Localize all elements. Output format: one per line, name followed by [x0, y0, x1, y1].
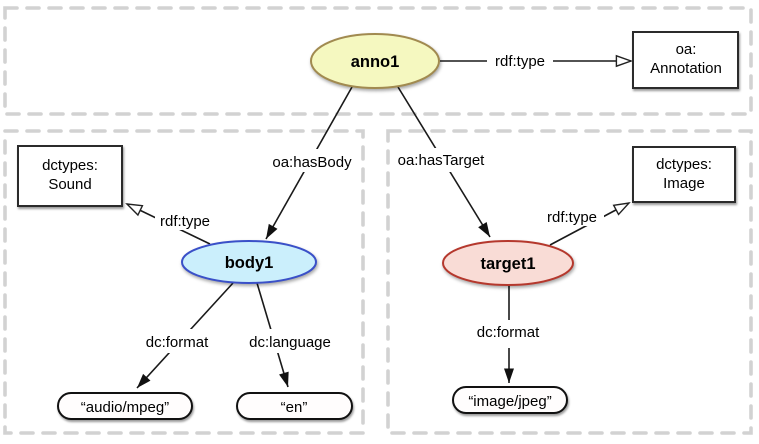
- class-image-line1: dctypes:: [656, 156, 712, 173]
- node-target1-label: target1: [480, 255, 535, 273]
- class-sound-line2: Sound: [48, 176, 91, 193]
- edge-label-target-dcformat: dc:format: [477, 324, 540, 341]
- labelbg-dclanguage: [244, 329, 337, 353]
- edge-label-anno-rdftype: rdf:type: [495, 53, 545, 70]
- literal-image-jpeg-label: “image/jpeg”: [468, 393, 551, 410]
- region-target: [386, 129, 753, 435]
- node-body1-label: body1: [225, 254, 274, 272]
- class-box-annotation: [632, 31, 739, 89]
- edge-label-body-rdftype: rdf:type: [160, 213, 210, 230]
- node-target1: [442, 240, 574, 286]
- class-sound-line1: dctypes:: [42, 157, 98, 174]
- literal-en-label: “en”: [281, 399, 308, 416]
- edge-label-dclanguage: dc:language: [249, 334, 331, 351]
- class-box-image: [632, 146, 736, 203]
- node-anno1-label: anno1: [351, 53, 400, 71]
- class-image-line2: Image: [663, 175, 705, 192]
- class-annotation-line1: oa:: [676, 41, 697, 58]
- edge-label-hasbody: oa:hasBody: [272, 154, 352, 171]
- labelbg-body-dcformat: [141, 329, 214, 353]
- literal-en-pill: [236, 392, 353, 420]
- literal-audio-mpeg-label: “audio/mpeg”: [81, 399, 169, 416]
- edge-label-target-rdftype: rdf:type: [547, 209, 597, 226]
- labelbg-target-dcformat: [471, 320, 546, 348]
- class-annotation-line2: Annotation: [650, 60, 722, 77]
- labelbg-hastarget: [391, 148, 491, 172]
- labelbg-anno-rdftype: [487, 49, 553, 71]
- class-box-sound: [17, 145, 123, 207]
- region-annotation: [3, 6, 753, 116]
- edge-label-hastarget: oa:hasTarget: [398, 152, 486, 169]
- literal-image-jpeg-pill: [452, 386, 568, 414]
- region-body: [3, 129, 365, 435]
- edge-label-body-dcformat: dc:format: [146, 334, 209, 351]
- literal-audio-mpeg-pill: [57, 392, 193, 420]
- node-body1: [181, 240, 317, 284]
- labelbg-body-rdftype: [155, 210, 216, 230]
- node-anno1: [310, 33, 440, 89]
- labelbg-target-rdftype: [541, 206, 604, 226]
- labelbg-hasbody: [265, 149, 359, 172]
